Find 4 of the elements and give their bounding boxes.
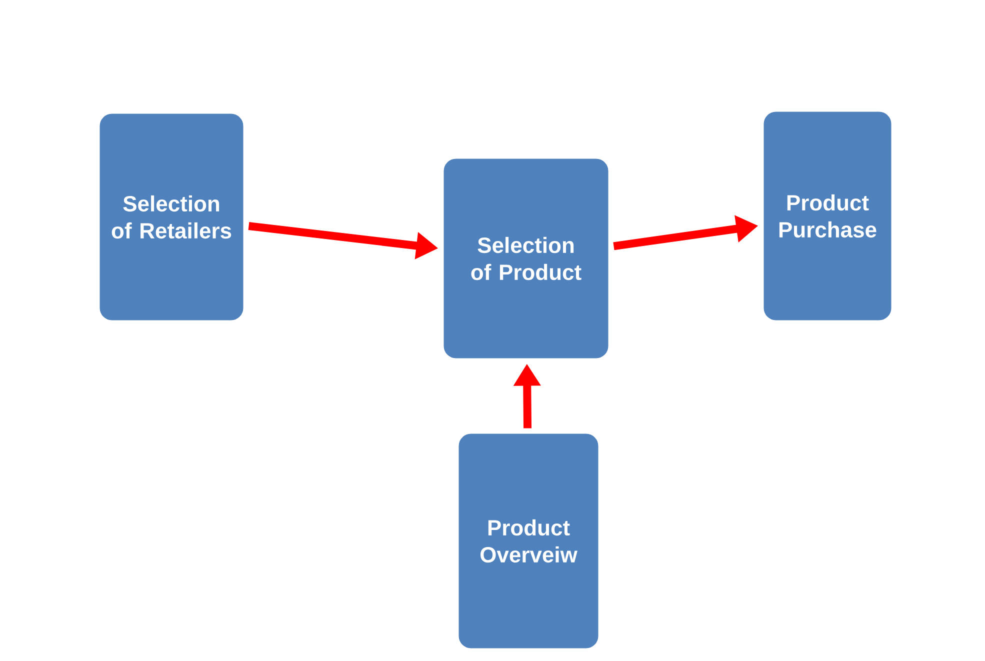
process-box: Selection of Product [440,155,612,362]
process-box: Product Purchase [760,108,895,324]
process-box: Product Overveiw [455,430,602,652]
process-box: Selection of Retailers [96,110,247,324]
